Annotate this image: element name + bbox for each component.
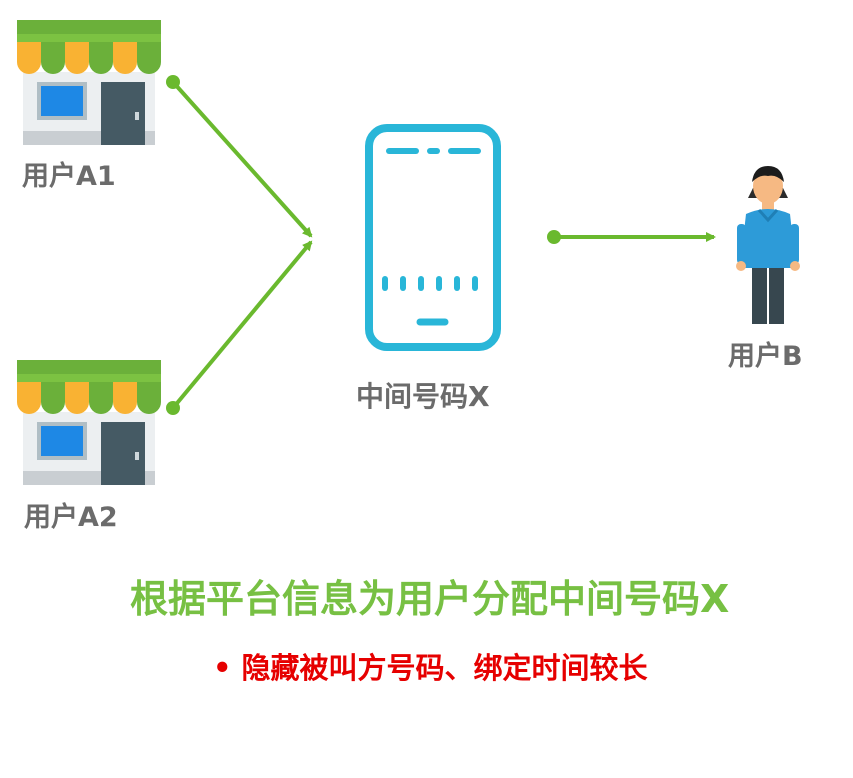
arrow-a2-to-x: [166, 240, 313, 415]
person-icon: [736, 166, 800, 324]
bullet-dot: •: [213, 651, 232, 685]
store-icon: [17, 20, 161, 145]
user-a1-label: 用户A1: [22, 161, 116, 192]
arrow-x-to-b: [547, 230, 716, 244]
headline: 根据平台信息为用户分配中间号码X: [130, 577, 730, 621]
store-icon: [17, 360, 161, 485]
user-a2-label: 用户A2: [24, 502, 118, 533]
subline-text: 隐藏被叫方号码、绑定时间较长: [241, 651, 648, 685]
subline: • 隐藏被叫方号码、绑定时间较长: [213, 654, 648, 683]
middle-number-label: 中间号码X: [356, 380, 490, 413]
arrow-a1-to-x: [166, 75, 313, 238]
user-b-label: 用户B: [728, 341, 803, 372]
phone-icon: [365, 124, 501, 351]
